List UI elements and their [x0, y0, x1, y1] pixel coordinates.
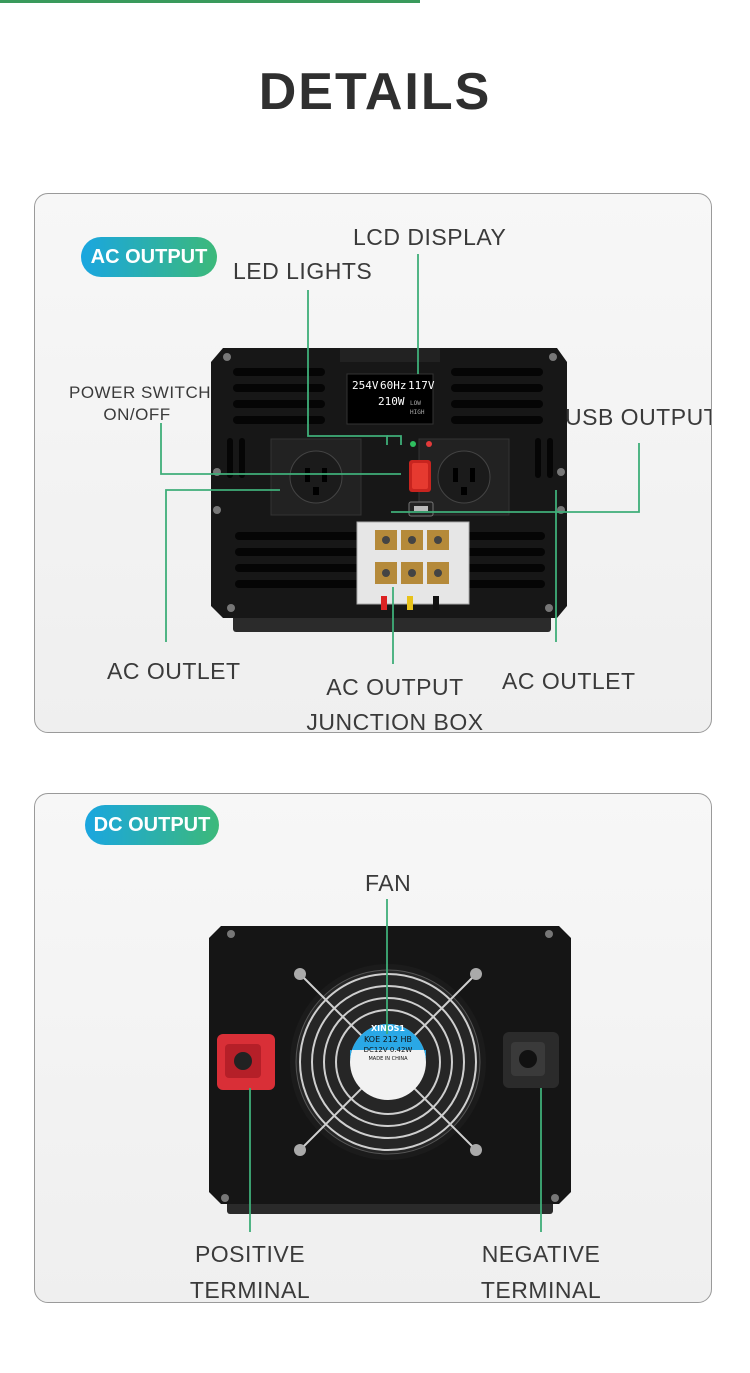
inverter-front-panel-image: [211, 348, 567, 632]
lcd-input-voltage: 254V: [352, 379, 379, 392]
label-usb-output: USB OUTPUT: [565, 404, 712, 430]
top-accent-line: [0, 0, 420, 3]
label-negative-terminal: NEGATIVE TERMINAL: [451, 1236, 631, 1303]
label-ac-outlet-right: AC OUTLET: [502, 668, 636, 694]
fan-sticker: XINOS1 KOE 212 HB DC12V 0.42W MADE IN CH…: [350, 1024, 426, 1063]
fan-sticker-model: KOE 212 HB: [363, 1035, 413, 1044]
label-power-switch-line2: ON/OFF: [103, 405, 171, 424]
lcd-output-voltage: 117V: [408, 379, 435, 392]
label-lcd-display: LCD DISPLAY: [353, 224, 507, 250]
dc-output-card: DC OUTPUT: [34, 793, 712, 1303]
lcd-mode-high: HIGH: [410, 409, 425, 416]
label-negative-line2: TERMINAL: [480, 1277, 602, 1303]
fan-sticker-origin: MADE IN CHINA: [368, 1056, 408, 1062]
ac-output-badge: AC OUTPUT: [81, 237, 217, 277]
lcd-frequency: 60Hz: [380, 379, 407, 392]
lcd-mode-low: LOW: [410, 400, 421, 407]
label-led-lights: LED LIGHTS: [233, 258, 373, 284]
dc-output-badge: DC OUTPUT: [85, 805, 219, 845]
label-negative-line1: NEGATIVE: [481, 1241, 601, 1267]
label-fan: FAN: [365, 870, 412, 896]
label-ac-outlet-left: AC OUTLET: [107, 658, 241, 684]
inverter-rear-panel-image: [209, 926, 571, 1214]
label-positive-line1: POSITIVE: [194, 1241, 306, 1267]
label-positive-line2: TERMINAL: [189, 1277, 311, 1303]
label-junction-box-line1: AC OUTPUT: [326, 674, 464, 700]
fan-sticker-rating: DC12V 0.42W: [363, 1046, 413, 1054]
dc-leader-lines: [249, 899, 542, 1232]
ac-output-card: AC OUTPUT: [34, 193, 712, 733]
page-title: DETAILS: [258, 63, 492, 121]
label-power-switch: POWER SWITCH ON/OFF: [69, 382, 211, 426]
ac-leader-lines: [160, 254, 640, 664]
label-junction-box: AC OUTPUT JUNCTION BOX: [305, 670, 485, 733]
lcd-power: 210W: [378, 395, 405, 408]
fan-sticker-brand: XINOS1: [371, 1024, 405, 1033]
label-positive-terminal: POSITIVE TERMINAL: [160, 1236, 340, 1303]
label-power-switch-line1: POWER SWITCH: [69, 383, 211, 402]
label-junction-box-line2: JUNCTION BOX: [306, 709, 484, 733]
lcd-screen: 254V 60Hz 117V 210W LOW HIGH: [348, 375, 435, 425]
